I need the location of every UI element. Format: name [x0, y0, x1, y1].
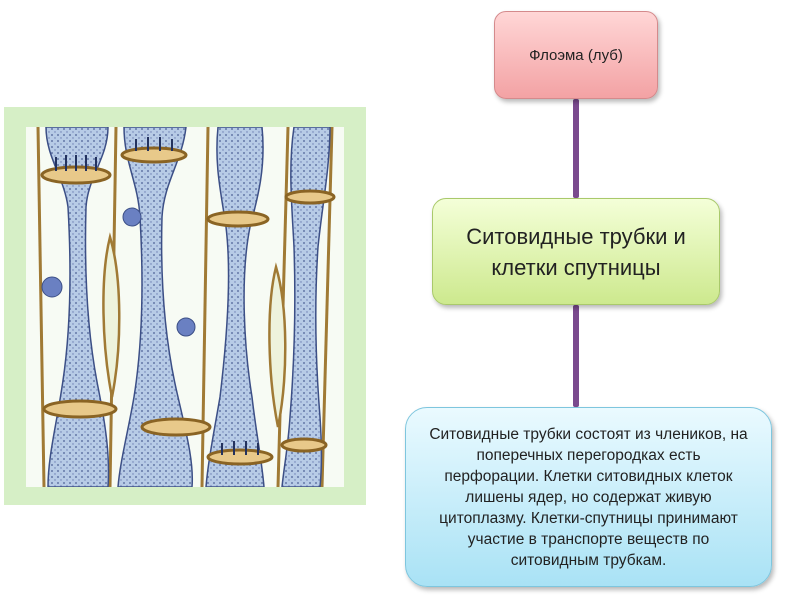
sieve-tubes-title: Ситовидные трубки и клетки спутницы: [466, 223, 686, 280]
phloem-title: Флоэма (луб): [529, 46, 623, 64]
phloem-illustration: [4, 107, 366, 505]
connector-top-to-middle: [573, 99, 579, 198]
sieve-tubes-drawing: [26, 127, 344, 487]
sieve-tubes-box: Ситовидные трубки и клетки спутницы: [432, 198, 720, 305]
phloem-box: Флоэма (луб): [494, 11, 658, 99]
connector-middle-to-bottom: [573, 305, 579, 407]
description-text: Ситовидные трубки состоят из члеников, н…: [429, 425, 748, 569]
description-box: Ситовидные трубки состоят из члеников, н…: [405, 407, 772, 587]
